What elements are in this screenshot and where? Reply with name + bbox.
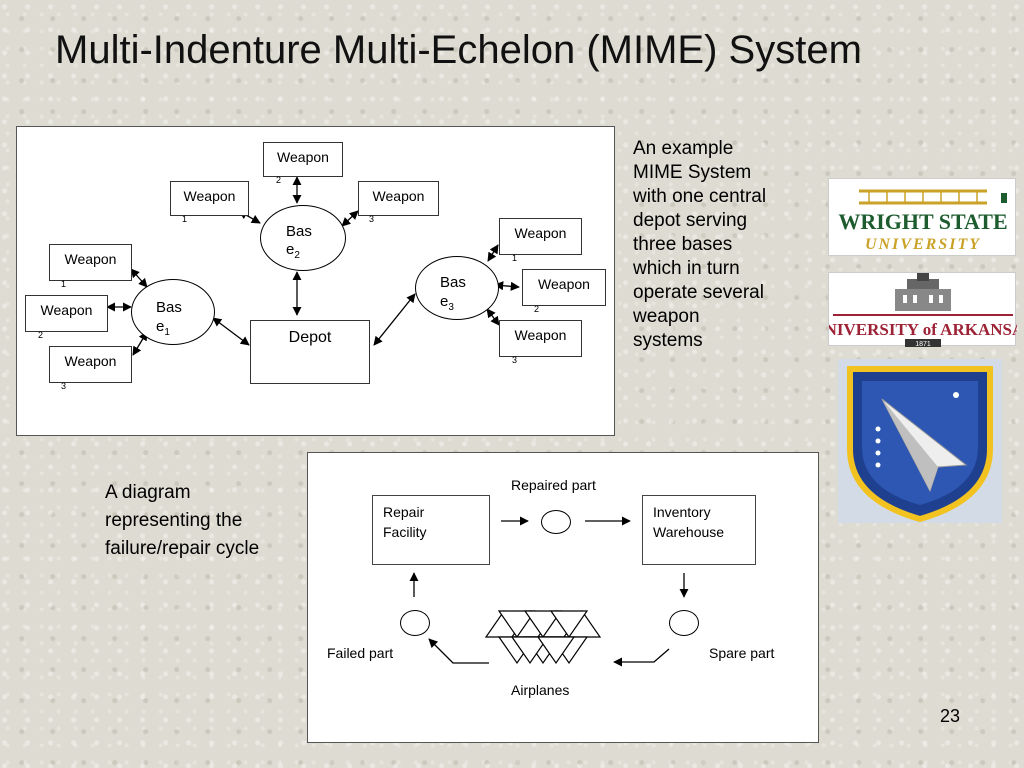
base-label: Bas: [440, 274, 466, 291]
weapon-label: Weapon: [538, 276, 590, 292]
weapon-subscript: 1: [512, 253, 518, 263]
weapon-node-base3-w2: Weapon: [522, 269, 606, 306]
page-number: 23: [940, 706, 961, 726]
mime-arrows: [106, 176, 520, 356]
depot-node: Depot: [250, 320, 370, 384]
weapon-subscript: 2: [38, 330, 44, 340]
weapon-subscript: 3: [369, 214, 375, 224]
mime-diagram-panel: Weapon 2 Weapon 1 Weapon 3 Bas e2 Weapon…: [16, 126, 615, 436]
airplanes-triangles: [484, 609, 602, 665]
base-label-part2: e2: [286, 241, 300, 261]
weapon-label: Weapon: [514, 225, 567, 241]
weapon-subscript: 2: [534, 304, 540, 314]
base-label: Bas: [156, 299, 182, 316]
weapon-subscript: 3: [61, 381, 67, 391]
wright-state-logo: WRIGHT STATE UNIVERSITY: [828, 178, 1016, 256]
base-2-node: Bas e2: [260, 205, 346, 271]
cycle-description: A diagram representing the failure/repai…: [105, 482, 260, 559]
base-3-node: Bas e3: [415, 256, 499, 320]
weapon-subscript: 1: [182, 214, 188, 224]
weapon-subscript: 3: [512, 355, 518, 365]
weapon-subscript: 2: [276, 175, 282, 185]
mime-connectors: [106, 176, 520, 356]
weapon-label: Weapon: [64, 251, 117, 267]
base-label: Bas: [286, 223, 312, 240]
depot-label: Depot: [288, 329, 332, 346]
failed-part-circle: [400, 610, 430, 636]
afrl-shield-art: [847, 366, 993, 523]
base-1-node: Bas e1: [131, 279, 215, 345]
weapon-label: Weapon: [40, 302, 93, 318]
svg-text:1871: 1871: [915, 341, 931, 347]
air-force-research-laboratory-logo: [838, 359, 1002, 523]
weapon-node-base2-w1: Weapon: [170, 181, 249, 216]
weapon-label: Weapon: [183, 188, 236, 204]
weapon-label: Weapon: [64, 353, 117, 369]
weapon-subscript: 1: [61, 279, 67, 289]
repaired-part-circle: [541, 510, 571, 534]
base-label-part2: e1: [156, 318, 170, 338]
inventory-warehouse-label: Inventory Warehouse: [653, 504, 725, 540]
spare-part-circle: [669, 610, 699, 636]
airplanes-label: Airplanes: [501, 676, 623, 714]
mime-description: An example MIME System with one central …: [633, 138, 767, 351]
inventory-warehouse-box: Inventory Warehouse: [642, 495, 756, 565]
repair-facility-label: Repair Facility: [383, 504, 427, 540]
weapon-node-base1-w1: Weapon: [49, 244, 132, 281]
weapon-node-base3-w3: Weapon: [499, 320, 582, 357]
weapon-node-base2-w2: Weapon: [263, 142, 343, 177]
weapon-node-base3-w1: Weapon: [499, 218, 582, 255]
svg-text:UNIVERSITY of ARKANSAS: UNIVERSITY of ARKANSAS: [829, 320, 1017, 339]
wright-state-logo-art: WRIGHT STATE UNIVERSITY: [838, 189, 1008, 253]
weapon-label: Weapon: [277, 149, 329, 165]
repair-facility-box: Repair Facility: [372, 495, 490, 565]
weapon-label: Weapon: [372, 188, 425, 204]
weapon-label: Weapon: [514, 327, 567, 343]
slide-title: Multi-Indenture Multi-Echelon (MIME) Sys…: [55, 28, 862, 72]
weapon-node-base1-w3: Weapon: [49, 346, 132, 383]
weapon-node-base2-w3: Weapon: [358, 181, 439, 216]
weapon-node-base1-w2: Weapon: [25, 295, 108, 332]
cycle-connectors: [409, 516, 689, 667]
spare-part-label: Spare part: [699, 639, 811, 675]
cycle-diagram-panel: Repair Facility Inventory Warehouse Repa…: [307, 452, 819, 743]
base-label-part2: e3: [440, 293, 454, 313]
failed-part-label: Failed part: [317, 639, 427, 675]
svg-text:WRIGHT STATE: WRIGHT STATE: [838, 209, 1007, 234]
svg-text:UNIVERSITY: UNIVERSITY: [865, 236, 981, 253]
university-of-arkansas-logo: UNIVERSITY of ARKANSAS 1871: [812, 272, 1024, 348]
cycle-arrows: [409, 516, 689, 667]
repaired-part-label: Repaired part: [501, 470, 641, 500]
arkansas-logo-art: UNIVERSITY of ARKANSAS 1871: [812, 273, 1024, 348]
